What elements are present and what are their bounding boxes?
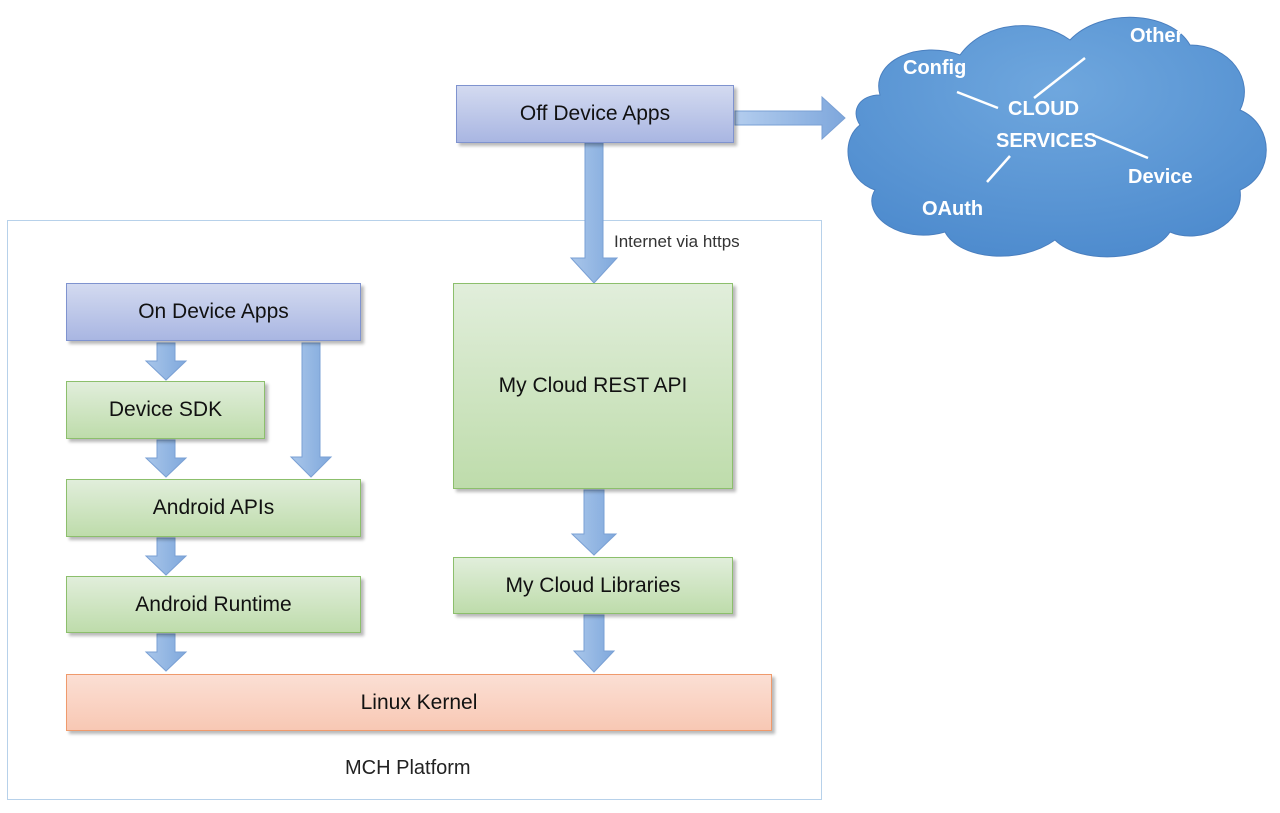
arrow-apis-to-runtime: [144, 537, 188, 576]
my-cloud-rest-api-label: My Cloud REST API: [498, 374, 688, 397]
my-cloud-libraries-label: My Cloud Libraries: [505, 573, 681, 597]
arrow-runtime-to-kernel: [144, 633, 188, 672]
arrow-internet-down: [569, 142, 619, 284]
android-runtime-box: Android Runtime: [66, 576, 361, 633]
internet-via-https-label: Internet via https: [614, 232, 740, 251]
my-cloud-rest-api-box: My Cloud REST API: [453, 283, 733, 489]
mch-platform-container: [7, 220, 822, 800]
cloud-service-other: Other: [1130, 25, 1184, 47]
on-device-apps-label: On Device Apps: [138, 300, 289, 323]
arrow-sdk-to-apis: [144, 439, 188, 478]
linux-kernel-box: Linux Kernel: [66, 674, 772, 731]
linux-kernel-label: Linux Kernel: [360, 690, 478, 714]
off-device-apps-box: Off Device Apps: [456, 85, 734, 143]
device-sdk-label: Device SDK: [108, 398, 223, 421]
cloud-service-device: Device: [1128, 166, 1193, 188]
platform-label: MCH Platform: [345, 757, 471, 779]
arrow-off-device-to-cloud: [734, 95, 846, 141]
on-device-apps-box: On Device Apps: [66, 283, 361, 341]
arrow-apps-to-apis: [289, 342, 333, 478]
cloud-services-shape: [847, 16, 1267, 258]
android-apis-box: Android APIs: [66, 479, 361, 537]
my-cloud-libraries-box: My Cloud Libraries: [453, 557, 733, 614]
arrow-rest-to-libraries: [570, 489, 618, 556]
cloud-title-line2: SERVICES: [996, 130, 1097, 152]
off-device-apps-label: Off Device Apps: [519, 102, 671, 125]
arrow-apps-to-sdk: [144, 342, 188, 381]
arrow-libraries-to-kernel: [572, 614, 616, 673]
cloud-title-line1: CLOUD: [1008, 98, 1080, 120]
android-runtime-label: Android Runtime: [135, 592, 292, 616]
device-sdk-box: Device SDK: [66, 381, 265, 439]
cloud-service-oauth: OAuth: [922, 198, 984, 220]
android-apis-label: Android APIs: [152, 496, 275, 519]
cloud-service-config: Config: [903, 57, 967, 79]
